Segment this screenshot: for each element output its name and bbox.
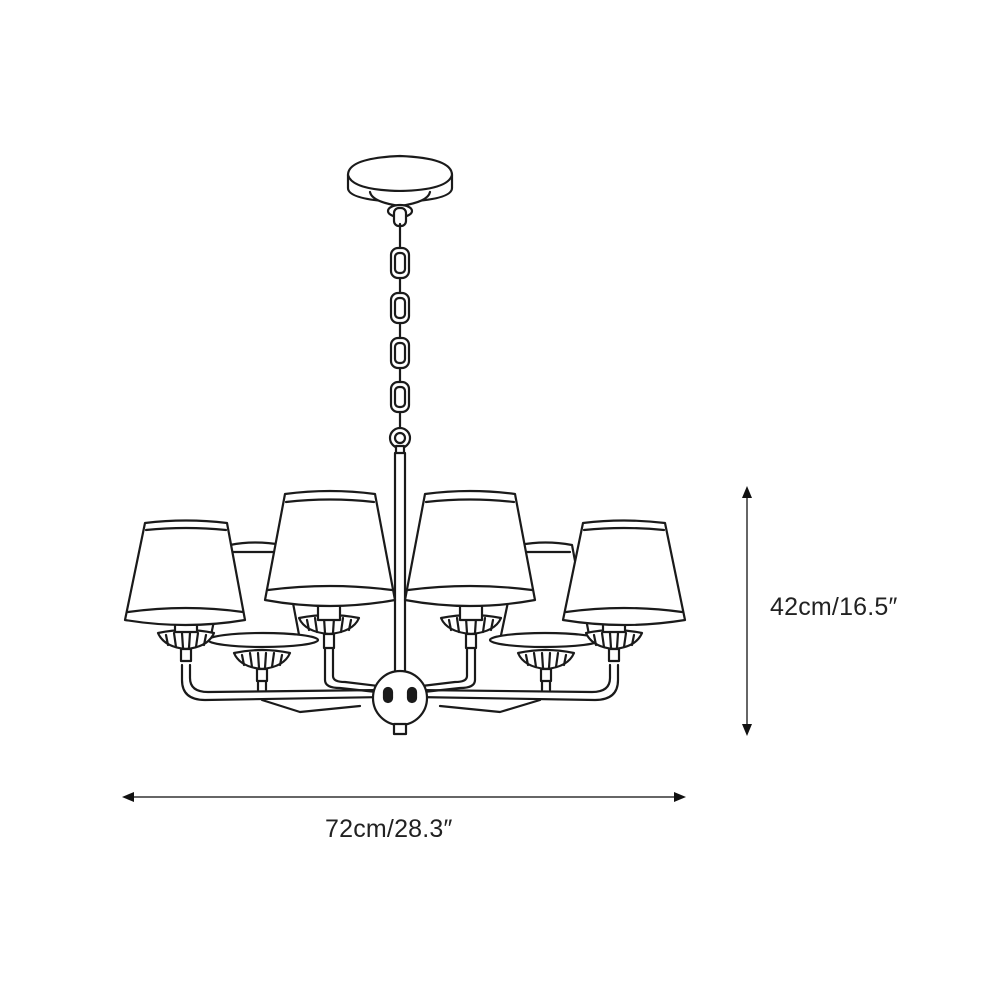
height-dimension-line	[742, 486, 752, 736]
height-dimension-label: 42cm/16.5″	[770, 593, 898, 621]
back-arm-right	[438, 698, 542, 714]
width-dimension-label: 72cm/28.3″	[325, 815, 453, 843]
stem	[393, 451, 407, 685]
arms	[180, 646, 620, 702]
front-shade-far-right	[561, 519, 687, 634]
front-shade-far-left	[123, 519, 247, 634]
front-shade-inner-left	[263, 489, 397, 622]
front-shade-inner-right	[403, 489, 537, 622]
chain	[388, 222, 412, 456]
center-ball	[371, 669, 429, 736]
width-dimension-line	[122, 792, 686, 802]
back-arm-left	[260, 698, 362, 714]
candle-cups	[156, 613, 644, 683]
ceiling-canopy	[346, 154, 454, 228]
